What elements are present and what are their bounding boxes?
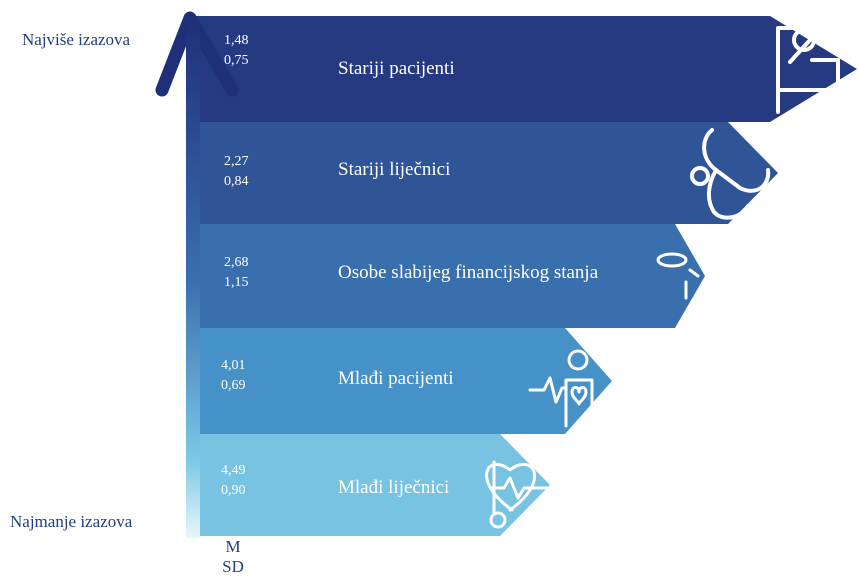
heart-person-icon (528, 349, 594, 428)
legend-sd: SD (222, 557, 244, 576)
sd-value: 0,90 (221, 483, 246, 498)
mean-value: 4,01 (221, 358, 246, 373)
coins-icon (656, 252, 700, 300)
group-label-1: Stariji pacijenti (338, 58, 455, 79)
mean-value: 1,48 (224, 33, 249, 48)
stats-group-4: 4,01 0,69 (221, 356, 246, 396)
icons (485, 26, 840, 529)
sd-value: 1,15 (224, 275, 249, 290)
mean-value: 4,49 (221, 463, 246, 478)
axis-bottom-label: Najmanje izazova (10, 512, 133, 531)
axis-top-label: Najviše izazova (22, 30, 131, 49)
sd-value: 0,69 (221, 378, 246, 393)
bar-4 (196, 328, 612, 434)
stethoscope-icon (690, 128, 771, 220)
stats-group-2: 2,27 0,84 (224, 152, 249, 192)
axis-arrowhead (155, 11, 239, 97)
stats-group-1: 1,48 0,75 (224, 31, 249, 71)
bar-1 (196, 16, 857, 122)
mean-value: 2,68 (224, 255, 249, 270)
bar-3 (196, 224, 705, 328)
patient-bed-icon (776, 26, 840, 114)
sd-value: 0,84 (224, 174, 249, 189)
axis-arrow-shaft (186, 20, 200, 538)
bar-5 (196, 434, 550, 536)
legend-mean: M (225, 537, 241, 556)
bars (196, 16, 857, 536)
stats-group-5: 4,49 0,90 (221, 461, 246, 501)
heart-stethoscope-icon (485, 460, 550, 529)
group-label-2: Stariji liječnici (338, 159, 451, 180)
group-label-5: Mlađi liječnici (338, 477, 450, 498)
group-label-3: Osobe slabijeg financijskog stanja (338, 262, 599, 283)
sd-value: 0,75 (224, 53, 249, 68)
bar-2 (196, 122, 778, 224)
mean-value: 2,27 (224, 154, 249, 169)
group-label-4: Mlađi pacijenti (338, 368, 454, 389)
stats-group-3: 2,68 1,15 (224, 253, 249, 293)
